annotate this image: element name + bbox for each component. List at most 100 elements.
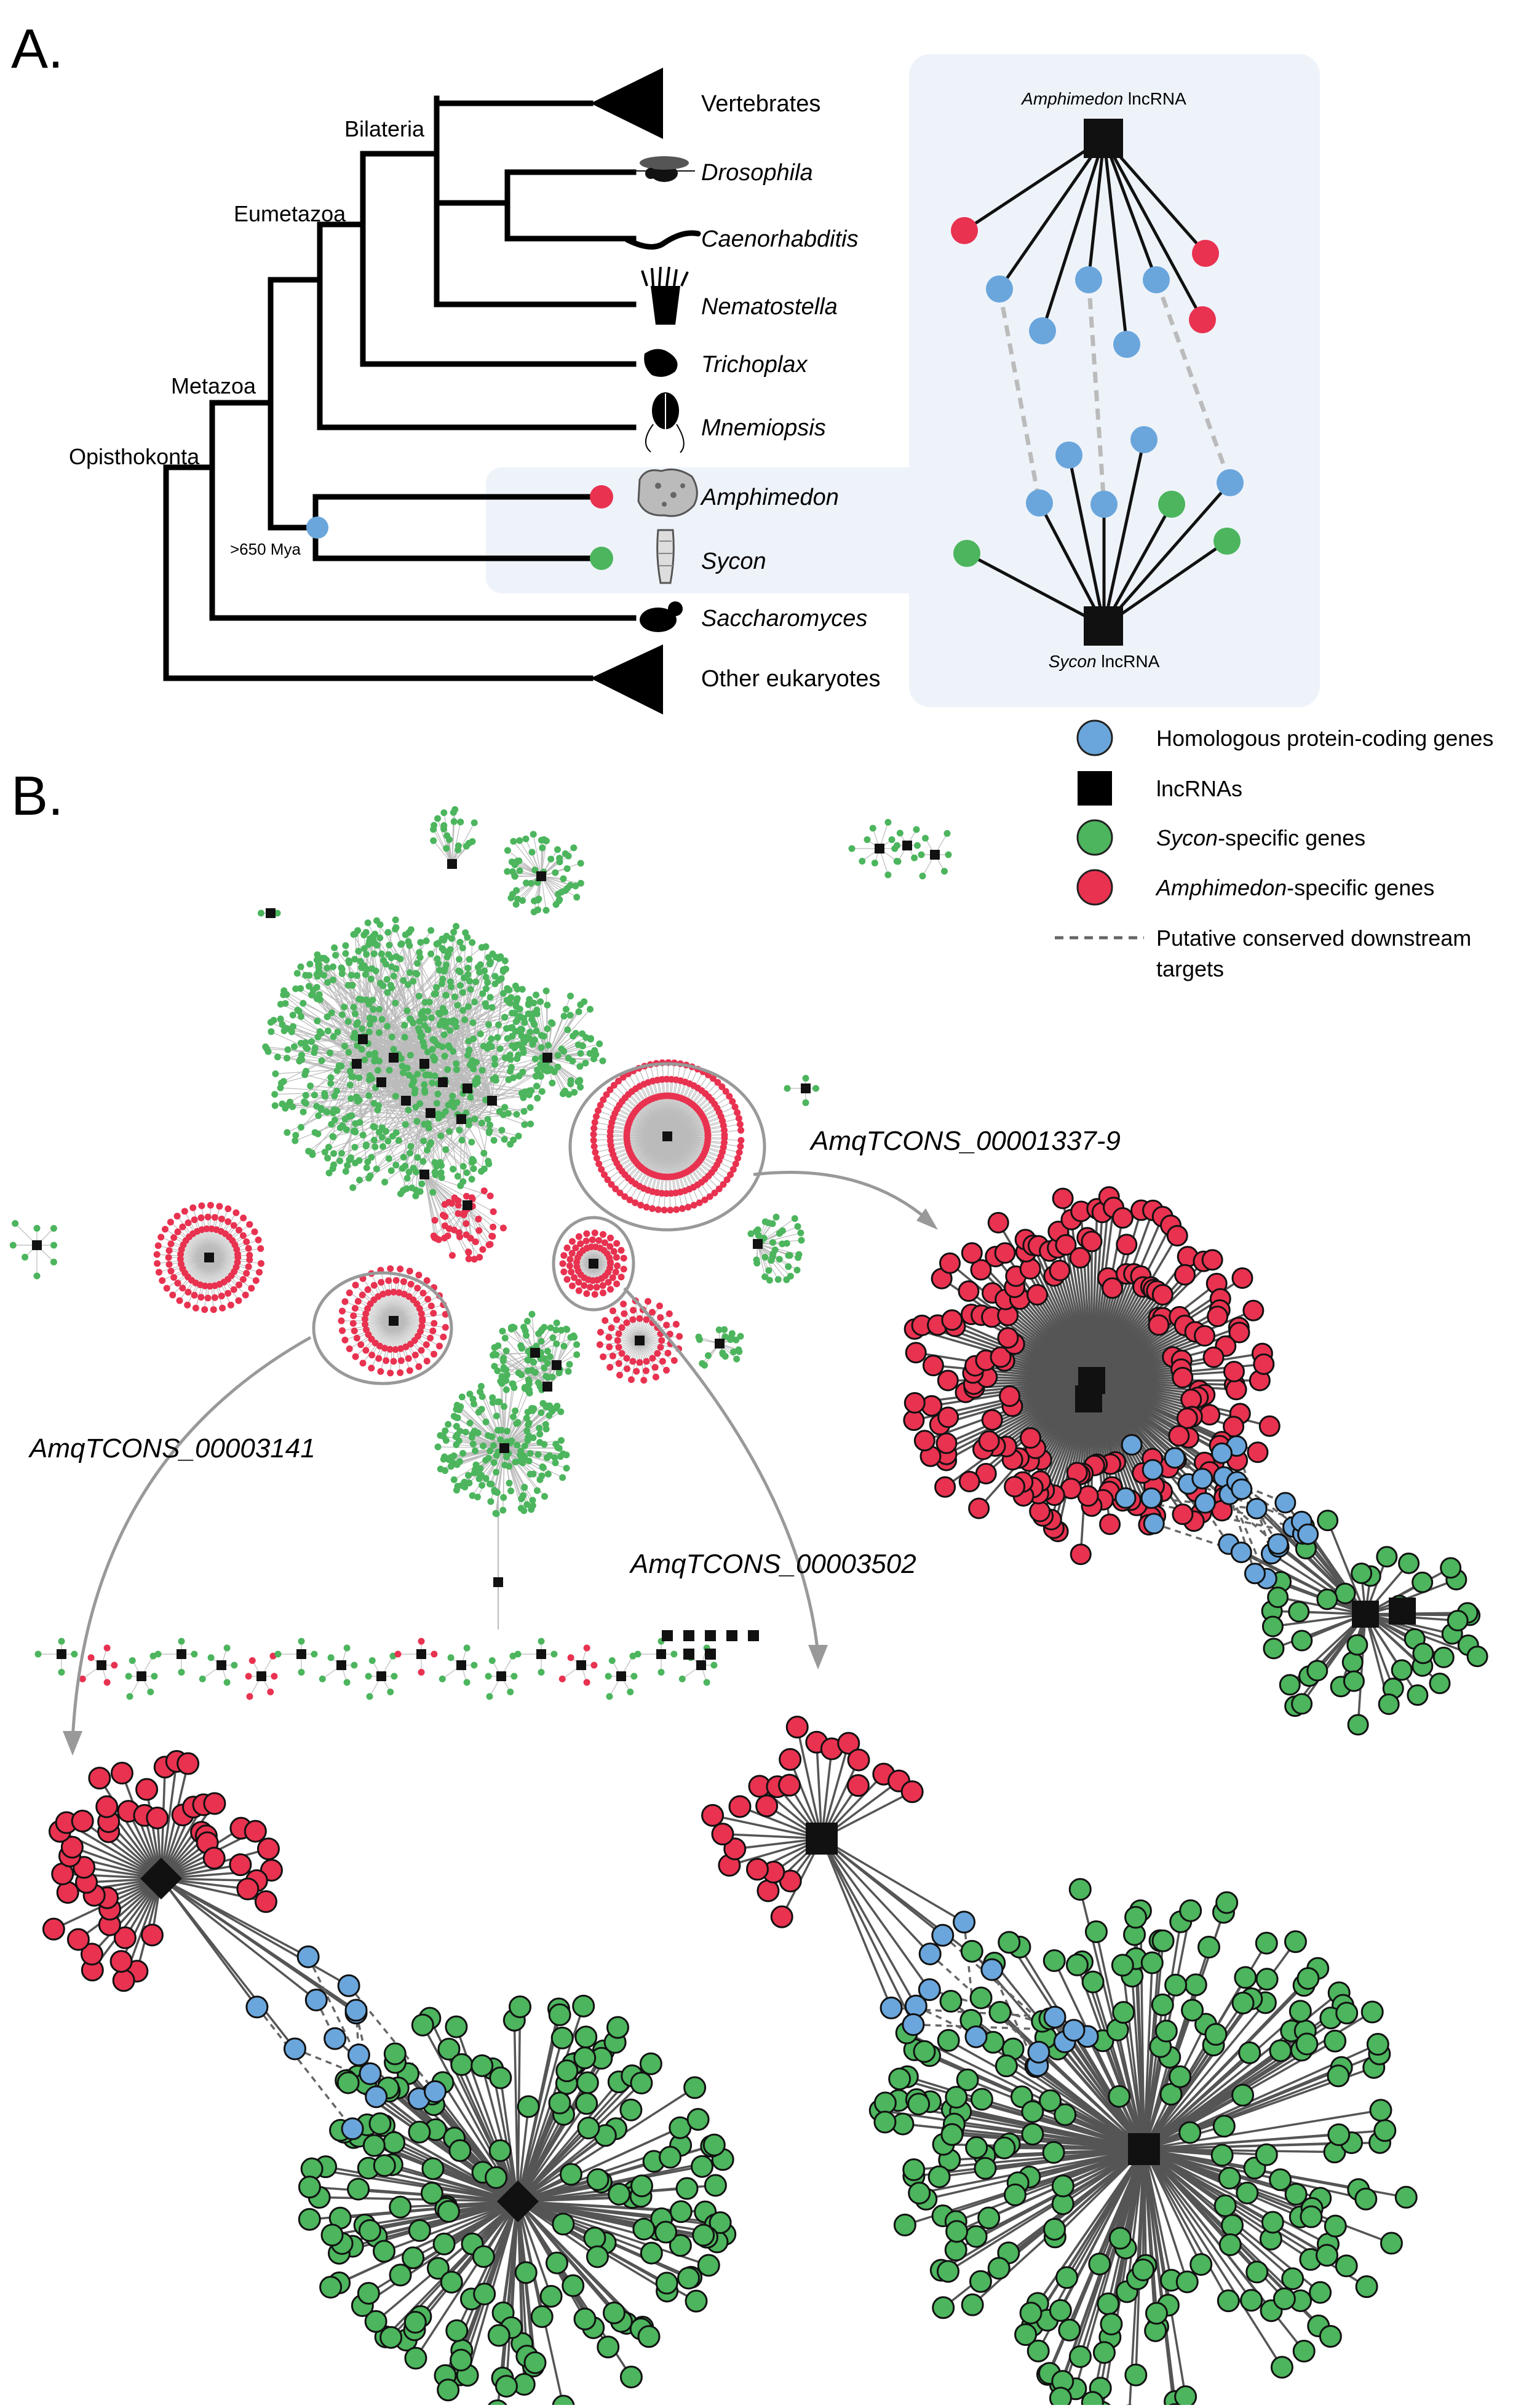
zoom-gene-node: [1336, 2256, 1357, 2276]
schematic-gene-node: [951, 217, 978, 244]
overview-gene-node: [599, 1058, 606, 1064]
overview-gene-node: [563, 1326, 570, 1333]
overview-gene-node: [490, 1224, 496, 1230]
zoom-gene-node: [247, 1997, 268, 2018]
overview-gene-node: [228, 1302, 234, 1309]
overview-gene-node: [165, 1254, 172, 1261]
zoom-gene-node: [1379, 1695, 1399, 1714]
overview-gene-node: [565, 1055, 572, 1062]
overview-gene-node: [574, 1079, 581, 1085]
overview-gene-node: [485, 1432, 491, 1439]
overview-gene-node: [347, 1067, 354, 1074]
legend-swatch: [1078, 820, 1112, 855]
overview-gene-node: [522, 1443, 528, 1449]
overview-gene-node: [430, 1310, 437, 1317]
overview-lncrna-node: [635, 1336, 645, 1345]
overview-gene-node: [219, 1305, 226, 1312]
overview-gene-node: [530, 831, 537, 838]
overview-gene-node: [596, 1040, 603, 1047]
overview-gene-node: [734, 1109, 741, 1116]
overview-gene-node: [375, 1355, 382, 1362]
zoom-gene-node: [1274, 2288, 1295, 2309]
overview-gene-node: [292, 985, 299, 992]
overview-gene-node: [584, 1644, 590, 1651]
taxon-label: Amphimedon: [700, 485, 839, 510]
overview-gene-node: [320, 972, 327, 979]
overview-gene-node: [397, 1369, 403, 1376]
overview-gene-node: [201, 1306, 208, 1313]
zoom-gene-node: [1089, 2254, 1110, 2275]
overview-gene-node: [679, 1205, 686, 1212]
overview-gene-node: [515, 1651, 522, 1658]
overview-gene-node: [298, 1669, 305, 1676]
overview-gene-node: [193, 1305, 199, 1312]
overview-gene-node: [352, 1353, 359, 1360]
overview-gene-node: [428, 1302, 435, 1309]
taxon-label: Vertebrates: [701, 91, 820, 117]
overview-gene-node: [248, 1285, 255, 1291]
zoom-gene-node: [1086, 1921, 1106, 1942]
zoom-gene-node: [1020, 2303, 1041, 2324]
overview-gene-node: [587, 1284, 594, 1291]
overview-gene-node: [528, 1406, 535, 1413]
zoom-gene-node: [255, 1891, 276, 1912]
zoom-gene-node: [779, 1775, 800, 1796]
overview-gene-node: [538, 1044, 545, 1051]
zoom-gene-node: [988, 1213, 1008, 1232]
zoom-gene-node: [1247, 2262, 1268, 2283]
overview-gene-node: [330, 1150, 337, 1157]
zoom-gene-node: [473, 2246, 494, 2267]
overview-gene-node: [573, 1351, 580, 1358]
overview-gene-node: [605, 1673, 612, 1680]
overview-gene-node: [191, 1292, 198, 1299]
panel-a-label: A.: [11, 18, 63, 80]
overview-lncrna-node: [389, 1053, 399, 1063]
zoom-gene-node: [576, 2027, 597, 2048]
overview-gene-node: [324, 1155, 331, 1162]
overview-gene-node: [355, 1298, 362, 1305]
zoom-gene-node: [434, 2233, 455, 2254]
overview-gene-node: [272, 1102, 279, 1109]
overview-gene-node: [245, 1673, 252, 1680]
zoom-gene-node: [1399, 1553, 1419, 1573]
zoom-gene-node: [1263, 1617, 1282, 1636]
mnemiopsis-ctenophore-icon: [646, 392, 684, 453]
overview-gene-node: [673, 1321, 680, 1328]
overview-gene-node: [50, 1225, 57, 1232]
zoom-gene-node: [995, 1243, 1015, 1263]
schematic-gene-node: [1217, 469, 1244, 496]
zoom-gene-node: [848, 1775, 868, 1796]
overview-gene-node: [459, 945, 466, 951]
overview-gene-node: [463, 1220, 469, 1227]
zoom-gene-node: [1022, 2124, 1043, 2145]
overview-gene-node: [339, 1308, 346, 1315]
overview-gene-node: [613, 1317, 620, 1323]
overview-gene-node: [545, 1042, 552, 1048]
overview-gene-node: [526, 1036, 533, 1042]
overview-gene-node: [502, 1334, 509, 1341]
overview-gene-node: [459, 1393, 466, 1400]
overview-gene-node: [297, 964, 304, 970]
overview-gene-node: [485, 1021, 492, 1028]
overview-gene-node: [560, 875, 566, 882]
overview-lncrna-node: [32, 1240, 42, 1250]
overview-gene-node: [418, 1347, 425, 1354]
overview-gene-node: [311, 1651, 317, 1658]
overview-gene-node: [243, 1270, 250, 1277]
overview-gene-node: [414, 1285, 421, 1291]
overview-gene-node: [371, 1100, 378, 1107]
overview-lncrna-node: [705, 1630, 716, 1641]
overview-gene-node: [551, 1069, 558, 1075]
zoom-gene-node: [938, 2261, 959, 2282]
overview-gene-node: [427, 1335, 434, 1342]
overview-gene-node: [410, 1165, 417, 1171]
overview-gene-node: [592, 1119, 598, 1126]
overview-gene-node: [544, 1360, 551, 1366]
overview-lncrna-node: [266, 908, 276, 918]
zoom-gene-node: [363, 2135, 384, 2156]
overview-gene-node: [496, 1398, 502, 1405]
zoom-gene-node: [940, 1991, 961, 2012]
overview-gene-node: [329, 1133, 336, 1140]
overview-gene-node: [484, 979, 491, 986]
overview-gene-node: [224, 1679, 231, 1686]
